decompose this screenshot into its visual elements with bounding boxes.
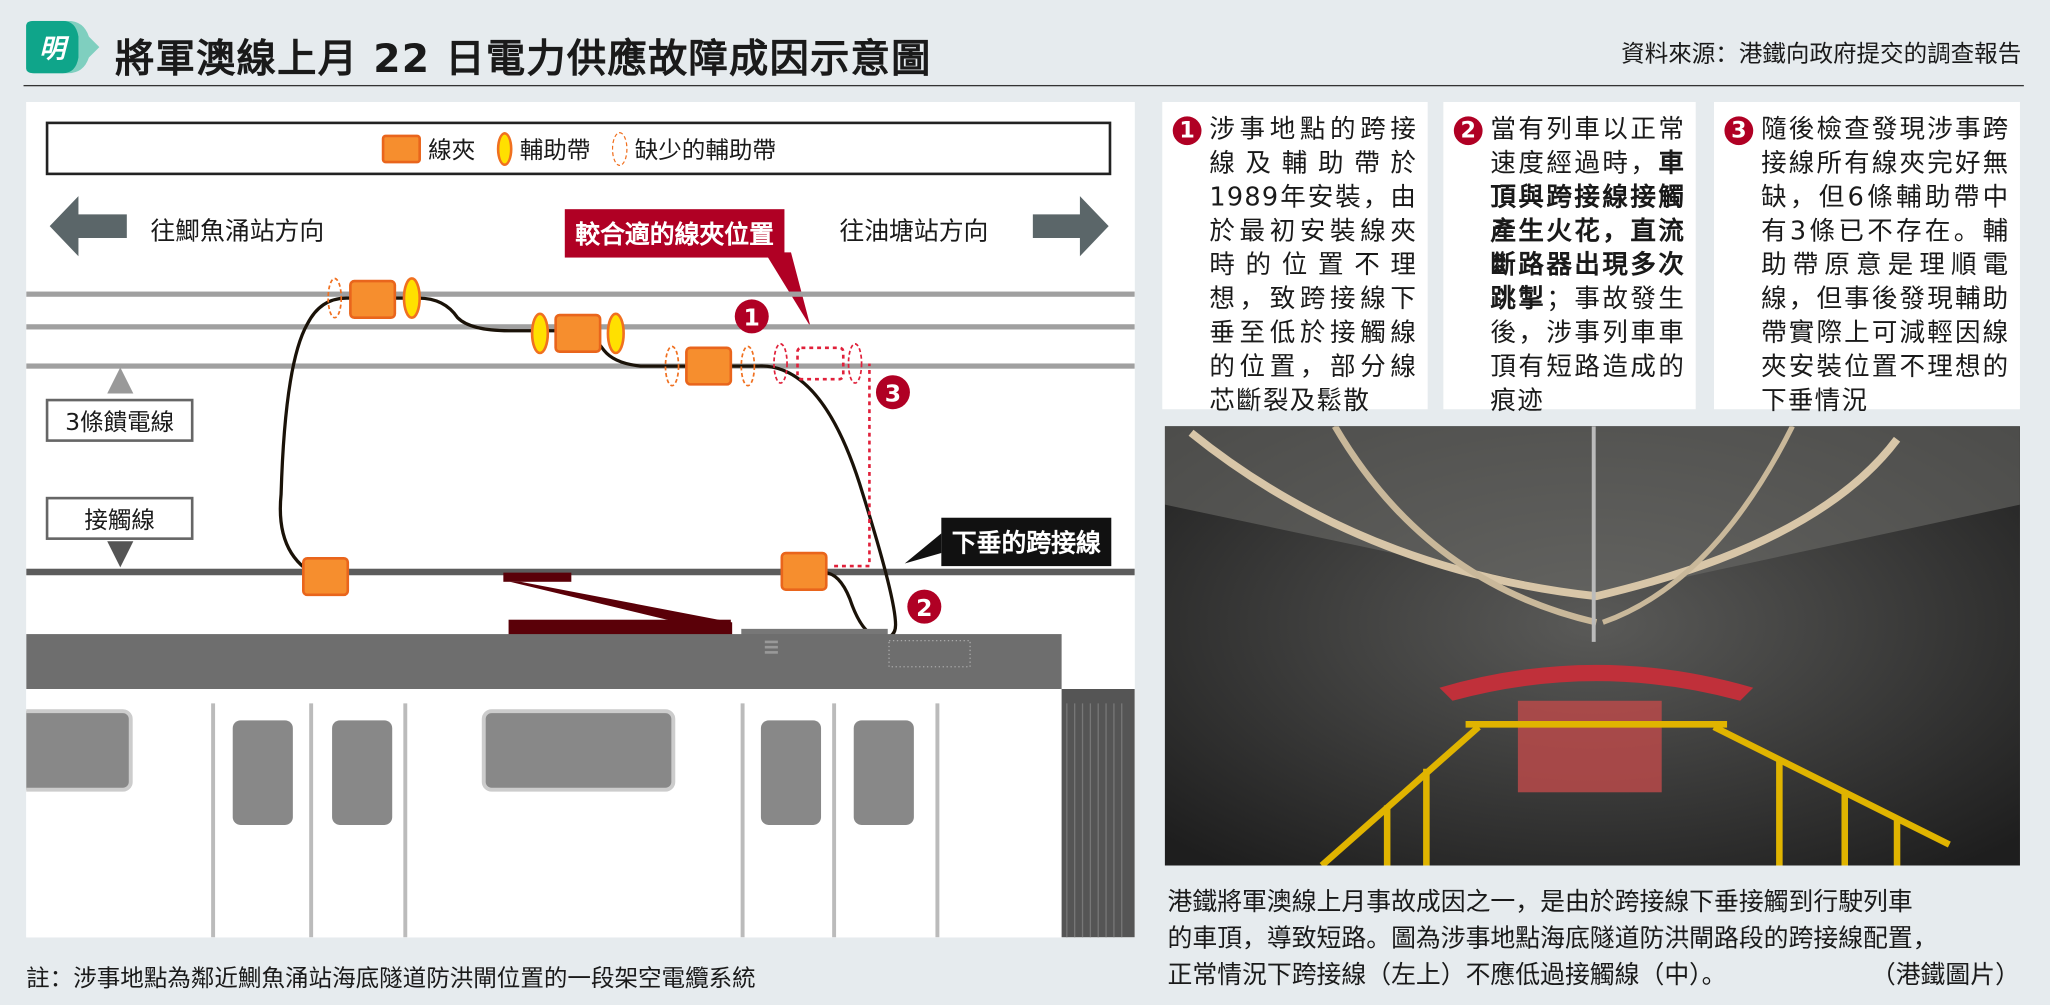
legend: 線夾 輔助帶 缺少的輔助帶 (45, 121, 1112, 176)
page-title: 將軍澳線上月 22 日電力供應故障成因示意圖 (115, 36, 932, 83)
number-badge: 2 (1453, 116, 1483, 146)
photo-caption: 港鐵將軍澳線上月事故成因之一，是由於跨接線下垂接觸到行駛列車 的車頂，導致短路。… (1168, 884, 2020, 994)
legend-clamp: 線夾 (381, 131, 475, 165)
roof-grille (888, 639, 971, 668)
clamp (685, 346, 733, 386)
roof-vent (764, 640, 778, 654)
missing-band (773, 342, 788, 384)
clamp (302, 556, 350, 597)
up-triangle-icon (107, 367, 134, 394)
better-position-label: 較合適的線夾位置 (564, 209, 785, 258)
legend-missing-band: 缺少的輔助帶 (611, 131, 776, 166)
door-window (853, 720, 914, 825)
point-3: 3 隨後檢查發現涉事跨接線所有線夾完好無缺，但6條輔助帶中有3條已不存在。輔助帶… (1714, 101, 2020, 416)
marker-2: 2 (907, 589, 942, 624)
train-window (26, 709, 133, 792)
contact-line-label: 接觸線 (45, 496, 194, 540)
diagram-graphic: 1 3 2 (26, 196, 1135, 938)
arrow-left-icon (49, 196, 127, 257)
tunnel-photo (1164, 426, 2020, 866)
proposed-cable (834, 363, 871, 568)
band (530, 312, 550, 355)
missing-band (664, 345, 680, 387)
door-window (332, 720, 393, 825)
sagging-pointer (904, 533, 942, 564)
photo-credit: （港鐵圖片） (1870, 960, 2020, 990)
ming-pao-logo: 明 (26, 20, 100, 74)
direction-right: 往油塘站方向 (839, 217, 989, 246)
direction-left: 往鯽魚涌站方向 (150, 217, 325, 246)
band-swatch-icon (496, 131, 512, 166)
title-divider (23, 84, 2024, 87)
missing-band-swatch-icon (611, 131, 627, 166)
footnote: 註：涉事地點為鄰近鰂魚涌站海底隧道防洪閘位置的一段架空電纜系統 (26, 964, 756, 993)
clamp-swatch-icon (381, 134, 421, 163)
door-window (232, 720, 293, 825)
feeder-line (26, 363, 1135, 369)
contact-line (26, 568, 1135, 576)
svg-text:明: 明 (39, 35, 70, 65)
diagram-panel: 1 3 2 (26, 101, 1135, 938)
svg-text:1: 1 (744, 304, 760, 332)
tunnel-photo-graphic (1164, 426, 2020, 866)
svg-text:2: 2 (916, 594, 932, 622)
band (402, 277, 421, 320)
better-clamp-position (796, 346, 845, 381)
clamp (349, 279, 397, 320)
missing-band (740, 345, 756, 387)
svg-text:3: 3 (885, 379, 901, 407)
point-1: 1 涉事地點的跨接線及輔助帶於1989年安裝，由於最初安裝線夾時的位置不理想，致… (1162, 101, 1428, 416)
down-triangle-icon (107, 541, 134, 568)
clamp (554, 313, 602, 353)
band (606, 312, 625, 355)
missing-band (327, 277, 343, 319)
pantograph (503, 572, 733, 640)
source-note: 資料來源：港鐵向政府提交的調查報告 (1621, 40, 2022, 68)
point-2: 2 當有列車以正常速度經過時，車頂與跨接線接觸產生火花，直流斷路器出現多次跳掣；… (1443, 101, 1696, 416)
feeder-line (26, 291, 1135, 297)
train-window (481, 709, 676, 792)
missing-band (847, 342, 863, 384)
clamp-group (302, 277, 863, 597)
number-badge: 1 (1172, 116, 1202, 146)
sagging-label: 下垂的跨接線 (941, 517, 1112, 567)
number-badge: 3 (1724, 116, 1754, 146)
marker-3: 3 (875, 375, 910, 410)
legend-band: 輔助帶 (496, 131, 590, 166)
clamp (780, 551, 828, 591)
marker-1: 1 (734, 299, 769, 334)
arrow-right-icon (1032, 196, 1109, 257)
feeder-label: 3條饋電線 (45, 398, 194, 442)
pointer (764, 252, 811, 327)
door-window (760, 720, 822, 825)
train-roof (26, 634, 1062, 689)
